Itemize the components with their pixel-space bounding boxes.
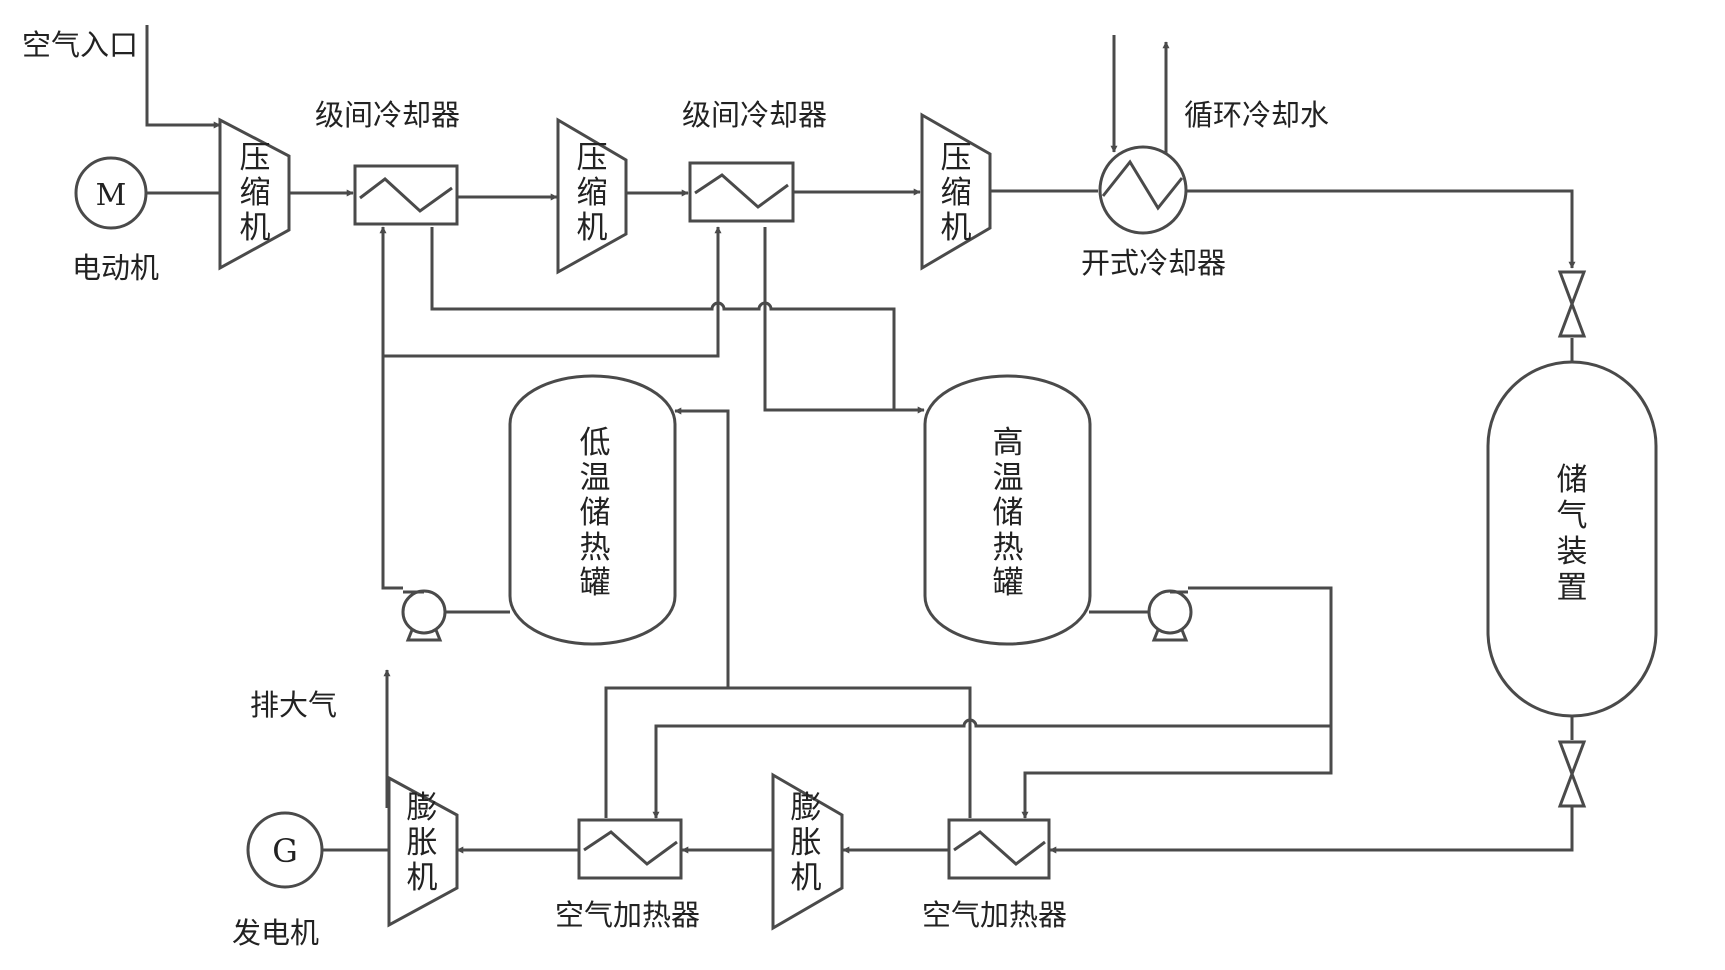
expander-2: 膨 胀 机	[771, 772, 844, 931]
pump-2-icon	[1147, 589, 1193, 642]
generator: G	[246, 811, 324, 889]
air-heater-2-label: 空气加热器	[922, 898, 1067, 932]
intercooler-2-label: 级间冷却器	[682, 98, 827, 132]
hot-oil-ic1-to-hightank	[430, 227, 925, 414]
compressor-3-label-c: 机	[941, 210, 972, 246]
gas-storage-label-d: 置	[1557, 570, 1588, 606]
open-cooler	[1098, 145, 1188, 235]
expander-1: 膨 胀 机	[387, 775, 459, 928]
compressor-1-label-b: 缩	[240, 175, 271, 211]
heat-exchanger-coil-icon	[583, 830, 678, 866]
low-tank-label-c: 储	[580, 495, 611, 531]
compressor-3-label-b: 缩	[941, 175, 972, 211]
heat-exchanger-coil-icon	[694, 173, 789, 209]
gas-storage-label-a: 储	[1557, 462, 1588, 498]
expander-2-label-b: 胀	[791, 825, 822, 861]
cold-oil-to-ic2	[383, 226, 722, 358]
generator-label: 发电机	[232, 916, 319, 950]
pipe-cooler-storage	[1186, 189, 1576, 269]
high-temp-tank: 高 温 储 热 罐	[923, 374, 1092, 646]
expander-1-label-a: 膨	[407, 790, 438, 826]
heat-exchanger-coil-icon	[953, 830, 1046, 866]
gas-storage-label-c: 装	[1557, 534, 1588, 570]
pump-1-icon	[401, 589, 447, 642]
low-tank-label-e: 罐	[580, 565, 611, 601]
intercooler-1	[353, 164, 459, 226]
exhaust-label: 排大气	[250, 688, 337, 722]
compressor-1-label-a: 压	[240, 140, 271, 176]
high-tank-label-a: 高	[993, 425, 1024, 461]
compressor-3: 压 缩 机	[920, 112, 992, 271]
compressor-2-label-a: 压	[577, 140, 608, 176]
expander-1-label-c: 机	[407, 860, 438, 896]
intercooler-2	[688, 161, 795, 223]
compressor-2-label-b: 缩	[577, 175, 608, 211]
compressor-1-label-c: 机	[240, 210, 271, 246]
cooled-oil-return	[604, 686, 972, 818]
hot-oil-to-heater1	[652, 718, 1331, 819]
low-tank-label-d: 热	[580, 530, 611, 566]
low-temp-tank: 低 温 储 热 罐	[508, 374, 677, 646]
pipes	[145, 25, 1576, 854]
hot-oil-to-heater2	[1021, 586, 1333, 819]
open-cooler-label: 开式冷却器	[1081, 246, 1226, 280]
hot-oil-ic2-to-hightank	[763, 227, 894, 412]
air-heater-1-label: 空气加热器	[555, 898, 700, 932]
high-tank-label-e: 罐	[993, 565, 1024, 601]
high-tank-label-c: 储	[993, 495, 1024, 531]
compressor-2: 压 缩 机	[556, 117, 628, 275]
motor-label: 电动机	[72, 251, 159, 285]
air-inlet-label: 空气入口	[22, 28, 138, 62]
motor: M	[74, 156, 148, 230]
high-tank-label-d: 热	[993, 530, 1024, 566]
cooler-coil-icon	[1101, 159, 1184, 211]
expander-2-label-a: 膨	[791, 790, 822, 826]
valve-lower	[1557, 740, 1587, 808]
motor-symbol: M	[96, 178, 127, 213]
cold-oil-to-ic1	[379, 226, 403, 590]
air-heater-1	[577, 818, 683, 880]
low-tank-label-a: 低	[580, 425, 611, 461]
intercooler-1-label: 级间冷却器	[315, 98, 460, 132]
low-tank-label-b: 温	[580, 460, 611, 496]
gas-storage-vessel: 储 气 装 置	[1486, 360, 1658, 718]
compressor-2-label-c: 机	[577, 210, 608, 246]
generator-symbol: G	[272, 832, 298, 870]
compressor-3-label-a: 压	[941, 140, 972, 176]
gas-storage-label-b: 气	[1557, 498, 1588, 534]
air-inlet-pipe	[145, 25, 221, 129]
cooled-oil-to-lowtank	[674, 407, 730, 688]
expander-1-label-b: 胀	[407, 825, 438, 861]
heat-exchanger-coil-icon	[359, 177, 453, 213]
air-heater-2	[947, 818, 1051, 880]
pipe-storage-heater2	[1049, 806, 1574, 854]
cooling-water-label: 循环冷却水	[1184, 98, 1329, 132]
expander-2-label-c: 机	[791, 860, 822, 896]
compressor-1: 压 缩 机	[218, 117, 291, 271]
valve-upper	[1557, 270, 1587, 338]
high-tank-label-b: 温	[993, 460, 1024, 496]
